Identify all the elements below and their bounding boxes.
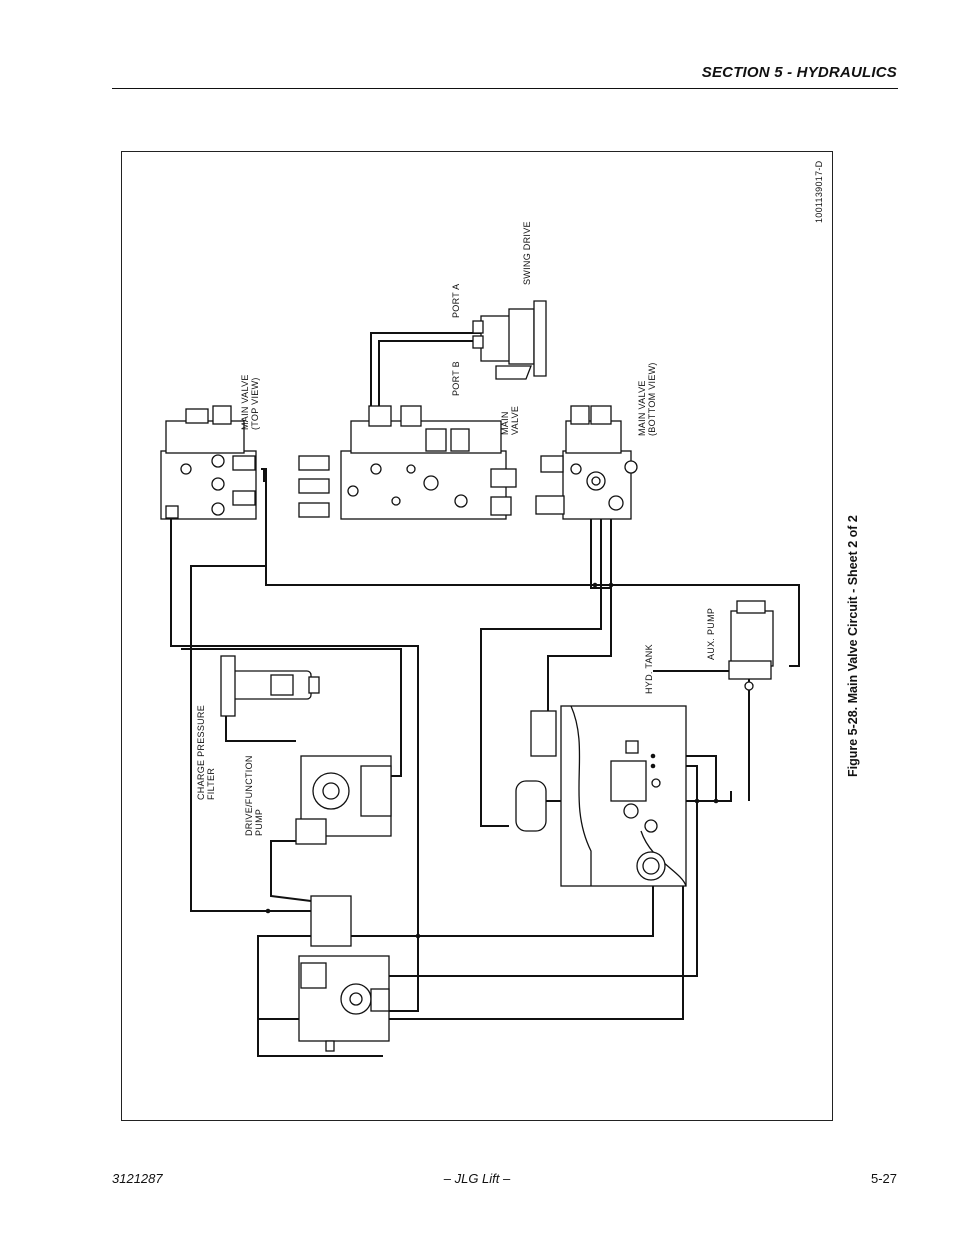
- tee-fitting-icon: [265, 582, 719, 939]
- hose-line: [257, 849, 654, 1057]
- label-hyd-tank: HYD. TANK: [644, 644, 654, 694]
- footer-center-text: – JLG Lift –: [443, 1171, 511, 1186]
- charge-pressure-filter: [220, 655, 320, 717]
- hose-line: [170, 506, 419, 1012]
- figure-caption: Figure 5-28. Main Valve Circuit - Sheet …: [846, 515, 860, 777]
- doc-number: 3121287: [112, 1171, 163, 1186]
- hose-line: [261, 468, 800, 667]
- hose-line: [270, 840, 312, 902]
- hose-line: [547, 481, 612, 741]
- hose-line: [378, 340, 473, 419]
- label-main-valve-top: MAIN VALVE(TOP VIEW): [240, 374, 260, 430]
- hydraulic-tank: [515, 705, 687, 887]
- main-valve-top-view: [160, 405, 257, 520]
- drive-function-pump: [295, 755, 392, 1052]
- section-title: SECTION 5 - HYDRAULICS: [701, 64, 897, 81]
- label-port-b: PORT B: [451, 361, 461, 396]
- main-valve: [298, 405, 517, 520]
- swing-drive: [472, 300, 547, 380]
- figure-frame: [121, 151, 833, 1121]
- header-rule: [112, 88, 898, 89]
- hydraulic-schematic: [160, 300, 800, 1057]
- label-port-a: PORT A: [451, 283, 461, 318]
- hose-line: [480, 481, 602, 827]
- label-swing-drive: SWING DRIVE: [522, 221, 532, 285]
- page-number: 5-27: [870, 1171, 897, 1186]
- main-valve-bottom-view: [535, 405, 638, 520]
- hose-line: [370, 326, 482, 419]
- label-main-valve-bottom: MAIN VALVE(BOTTOM VIEW): [637, 362, 657, 436]
- drawing-number: 1001139017-D: [814, 160, 824, 223]
- aux-pump: [728, 600, 774, 691]
- label-aux-pump: AUX. PUMP: [706, 607, 716, 660]
